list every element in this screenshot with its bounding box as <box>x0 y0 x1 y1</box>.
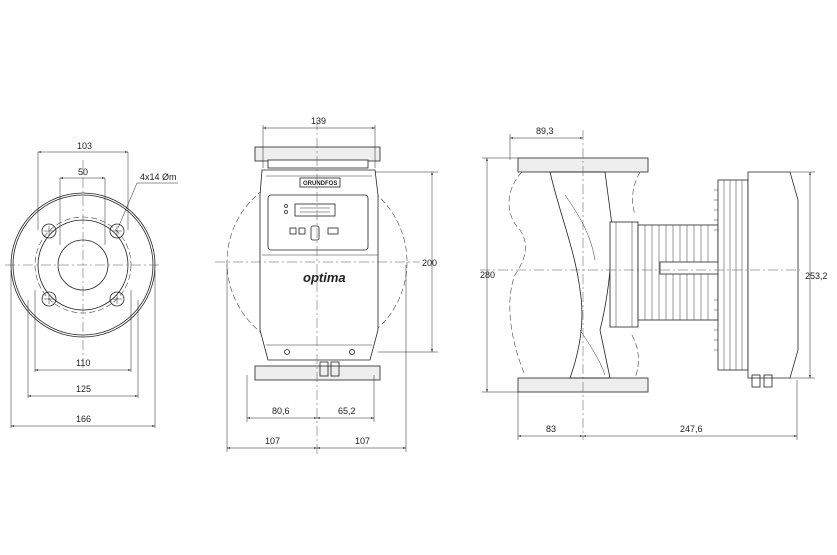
indicator-led <box>284 210 288 214</box>
panel-button <box>298 227 306 235</box>
front-dim-bolt-holes: 4x14 Øm <box>140 172 177 182</box>
middle-dim-top: 139 <box>311 116 326 126</box>
side-dim-right-height: 253,2 <box>805 271 828 281</box>
front-dim-top-outer: 103 <box>77 141 92 151</box>
control-panel <box>267 194 369 251</box>
middle-dim-right: 200 <box>422 258 437 268</box>
panel-knob <box>310 225 320 241</box>
side-dim-bottom-right: 247,6 <box>680 424 703 434</box>
controller-cover <box>747 171 799 379</box>
middle-dim-left-half: 80,6 <box>272 406 290 416</box>
front-dim-top-inner: 50 <box>78 167 88 177</box>
cable-glands <box>319 361 340 377</box>
top-flange <box>254 146 381 162</box>
side-dim-bottom-left: 83 <box>546 424 556 434</box>
screw-icon <box>349 349 355 355</box>
indicator-led <box>284 204 288 208</box>
cable-gland <box>751 374 761 388</box>
bottom-flange <box>254 365 381 381</box>
side-view: 89,3 280 253,2 83 247,6 <box>480 126 828 440</box>
brand-text: optima <box>303 270 346 285</box>
side-dim-height: 280 <box>480 270 495 280</box>
panel-button <box>327 227 339 235</box>
label-plate <box>299 177 341 188</box>
middle-view: GRUNDFOS optima 139 200 <box>215 116 438 455</box>
display-screen <box>294 203 336 217</box>
middle-dim-bottom-left: 107 <box>265 436 280 446</box>
bolt-holes <box>41 223 125 307</box>
motor-adapter <box>609 221 639 328</box>
controller-box <box>717 179 749 371</box>
side-housing-hidden <box>508 171 641 379</box>
top-flange-neck <box>267 159 369 169</box>
front-dim-bottom-3: 166 <box>76 414 91 424</box>
cable-gland <box>763 374 773 388</box>
middle-dim-right-half: 65,2 <box>338 406 356 416</box>
front-dim-bottom-2: 125 <box>76 384 91 394</box>
volute-body <box>549 171 613 379</box>
middle-dim-bottom-right: 107 <box>355 436 370 446</box>
label-top: GRUNDFOS <box>303 181 337 187</box>
front-dim-bottom-1: 110 <box>76 358 90 368</box>
panel-button <box>289 227 297 235</box>
controller-fins <box>714 180 743 370</box>
side-dim-top: 89,3 <box>536 126 554 136</box>
screw-icon <box>284 349 290 355</box>
front-view: 103 50 4x14 Øm 110 125 166 <box>5 141 178 428</box>
